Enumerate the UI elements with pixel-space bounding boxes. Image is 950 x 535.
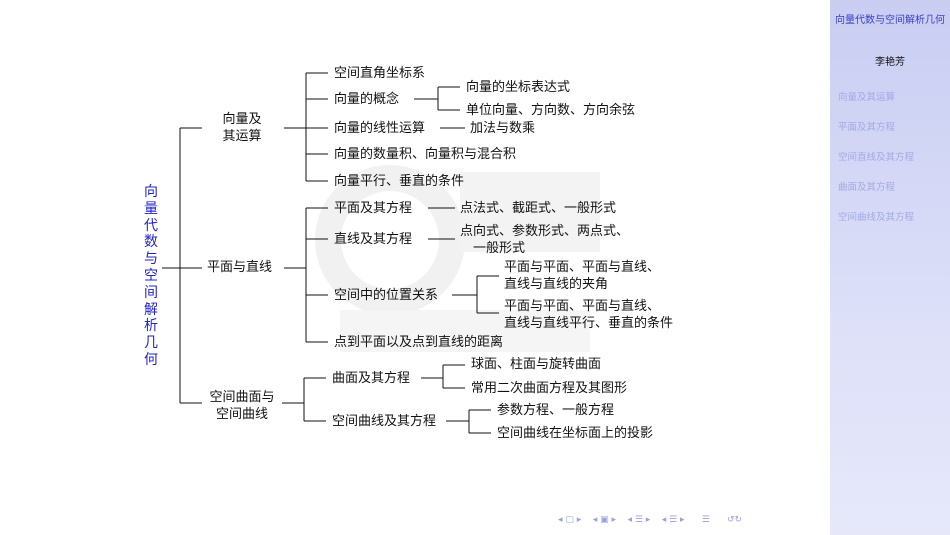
- node-plane-equation: 平面及其方程: [334, 201, 413, 216]
- node-plane-line: 平面与直线: [207, 260, 273, 275]
- node-parallel-perpendicular-conditions: 平面与平面、平面与直线、 直线与直线平行、垂直的条件: [504, 298, 673, 332]
- nav-prev-subsection-icon[interactable]: ◂ ☰ ▸: [627, 515, 651, 525]
- node-coordinate-system: 空间直角坐标系: [334, 66, 426, 81]
- node-line-equation: 直线及其方程: [334, 232, 413, 247]
- node-unit-vector-direction: 单位向量、方向数、方向余弦: [466, 103, 636, 118]
- node-surface-curve-line1: 空间曲面与: [209, 390, 275, 405]
- node-space-curve-equation: 空间曲线及其方程: [332, 414, 437, 429]
- slide: 向量代数与空间解析几何 向量及 其运算 平面与直线 空间曲面与 空间曲线 空间直…: [144, 66, 743, 525]
- nav-prev-section-icon[interactable]: ◂ ☰ ▸: [661, 515, 685, 525]
- node-line-equation-forms: 点向式、参数形式、两点式、 一般形式: [460, 223, 629, 257]
- sidebar-author: 李艳芳: [875, 57, 905, 68]
- node-conditions-line1: 平面与平面、平面与直线、: [504, 299, 661, 314]
- root-node: 向量代数与空间解析几何: [144, 184, 158, 368]
- node-sphere-cylinder-revolution: 球面、柱面与旋转曲面: [471, 357, 602, 372]
- sidebar-title[interactable]: 向量代数与空间解析几何: [835, 15, 945, 26]
- node-spatial-position: 空间中的位置关系: [334, 288, 439, 303]
- node-plane-equation-forms: 点法式、截距式、一般形式: [460, 201, 617, 216]
- navigation-bar: ◂ ▢ ▸ ◂ ▣ ▸ ◂ ☰ ▸ ◂ ☰ ▸ ☰ ↺↻: [558, 515, 742, 525]
- node-distance: 点到平面以及点到直线的距离: [334, 335, 504, 350]
- node-surface-curve: 空间曲面与 空间曲线: [203, 389, 281, 423]
- node-vector-products: 向量的数量积、向量积与混合积: [334, 147, 517, 162]
- nav-toc-icon[interactable]: ☰: [701, 515, 710, 525]
- sidebar-item-vector-operations[interactable]: 向量及其运算: [838, 92, 896, 103]
- node-angles: 平面与平面、平面与直线、 直线与直线的夹角: [504, 259, 660, 293]
- node-vector-label-line1: 向量及: [222, 112, 262, 127]
- sidebar-item-line-equation[interactable]: 空间直线及其方程: [838, 152, 915, 163]
- node-curve-projection: 空间曲线在坐标面上的投影: [497, 426, 654, 441]
- sidebar-item-plane-equation[interactable]: 平面及其方程: [838, 122, 896, 133]
- node-line-forms-line1: 点向式、参数形式、两点式、: [460, 224, 630, 239]
- node-parametric-general: 参数方程、一般方程: [497, 403, 615, 418]
- node-conditions-line2: 直线与直线平行、垂直的条件: [504, 316, 674, 331]
- node-addition-scalar: 加法与数乘: [470, 121, 536, 136]
- watermark-logo-icon: [315, 165, 600, 352]
- node-surface-curve-line2: 空间曲线: [215, 407, 268, 422]
- node-quadric-surfaces: 常用二次曲面方程及其图形: [471, 381, 628, 396]
- node-linear-operations: 向量的线性运算: [334, 121, 426, 136]
- node-vector-operations: 向量及 其运算: [206, 111, 278, 145]
- sidebar: 向量代数与空间解析几何 李艳芳 向量及其运算 平面及其方程 空间直线及其方程 曲…: [830, 0, 950, 535]
- node-angles-line2: 直线与直线的夹角: [504, 277, 609, 292]
- nav-next-frame-icon[interactable]: ◂ ▣ ▸: [592, 515, 616, 525]
- node-parallel-perpendicular: 向量平行、垂直的条件: [334, 174, 465, 189]
- node-line-forms-line2: 一般形式: [473, 241, 526, 256]
- nav-search-icon[interactable]: ↺↻: [726, 515, 743, 525]
- nav-prev-frame-icon[interactable]: ◂ ▢ ▸: [558, 515, 582, 525]
- sidebar-item-surface-equation[interactable]: 曲面及其方程: [838, 182, 896, 193]
- node-vector-concept: 向量的概念: [334, 92, 400, 107]
- connector-lines: [162, 72, 499, 434]
- node-surface-equation: 曲面及其方程: [332, 371, 411, 386]
- node-angles-line1: 平面与平面、平面与直线、: [504, 260, 661, 275]
- sidebar-item-curve-equation[interactable]: 空间曲线及其方程: [838, 212, 915, 223]
- node-vector-label-line2: 其运算: [222, 129, 262, 144]
- node-vector-coordinate-expression: 向量的坐标表达式: [466, 80, 571, 95]
